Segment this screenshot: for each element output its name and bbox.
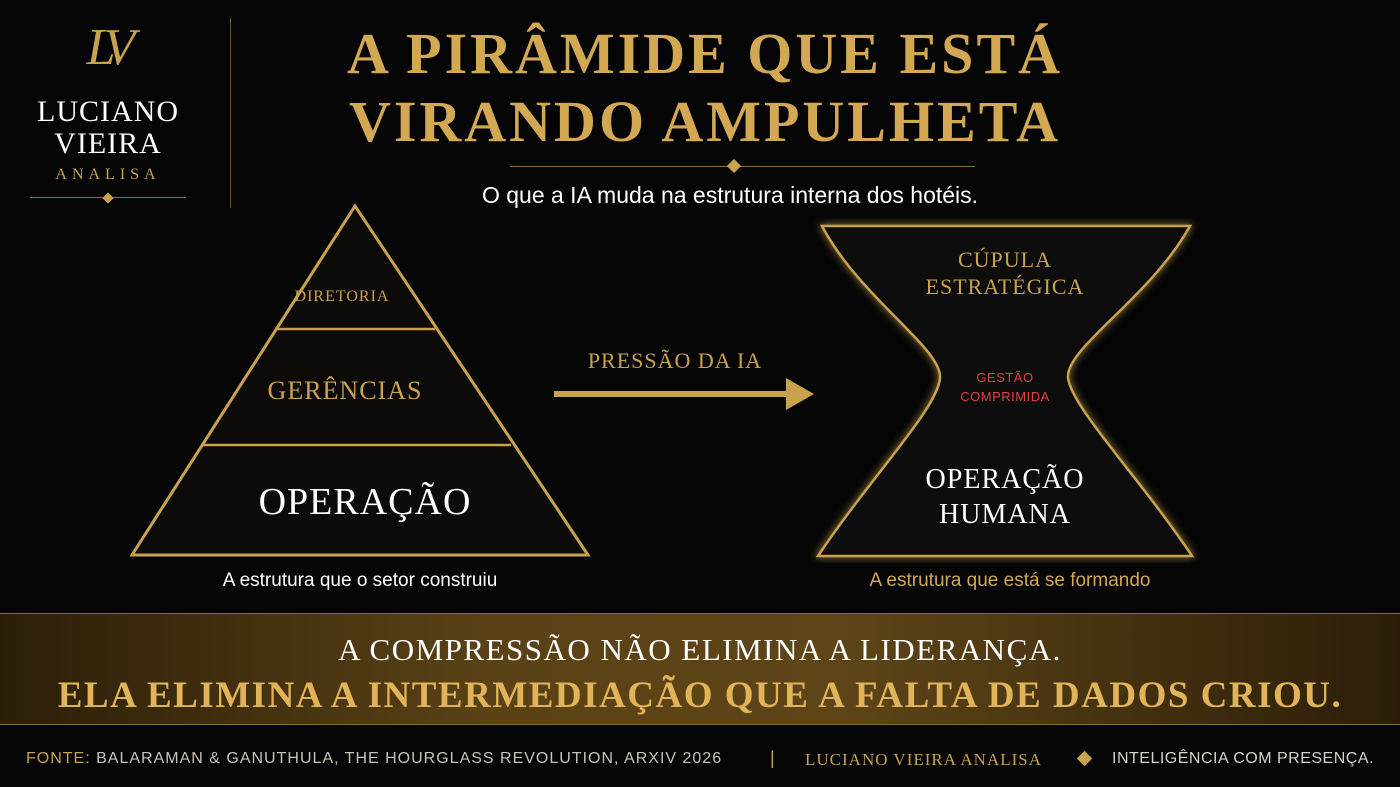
hourglass-top-line-1: CÚPULA xyxy=(957,247,1052,272)
hourglass-middle-label: GESTÃO COMPRIMIDA xyxy=(930,368,1080,406)
pyramid-outline xyxy=(130,203,591,557)
hourglass-bottom-label: OPERAÇÃO HUMANA xyxy=(870,462,1140,532)
header-divider xyxy=(230,18,231,208)
page-title-line-1: A PIRÂMIDE QUE ESTÁ xyxy=(346,21,1064,86)
diamond-icon xyxy=(102,192,114,204)
pyramid-diagram xyxy=(130,203,591,557)
arrow-label: PRESSÃO DA IA xyxy=(587,348,763,373)
hourglass-middle-line-2: COMPRIMIDA xyxy=(960,389,1050,404)
banner-line-2: ELA ELIMINA A INTERMEDIAÇÃO QUE A FALTA … xyxy=(57,675,1343,716)
logo-name-line-2: VIEIRA xyxy=(54,127,162,160)
arrow-right-icon xyxy=(554,378,814,410)
hourglass-bottom-line-2: HUMANA xyxy=(939,499,1071,530)
page-subtitle: O que a IA muda na estrutura interna dos… xyxy=(481,182,979,208)
conclusion-banner xyxy=(0,613,1400,725)
diamond-icon xyxy=(726,158,742,174)
hourglass-top-label: CÚPULA ESTRATÉGICA xyxy=(880,246,1130,300)
footer-separator: | xyxy=(770,748,775,768)
hourglass-bottom-line-1: OPERAÇÃO xyxy=(925,464,1085,495)
logo-monogram: LV xyxy=(86,19,136,76)
hourglass-caption: A estrutura que está se formando xyxy=(869,570,1151,591)
hourglass-diagram xyxy=(815,224,1195,558)
footer-source: FONTE: BALARAMAN & GANUTHULA, THE HOURGL… xyxy=(26,750,722,768)
footer-brand: LUCIANO VIEIRA ANALISA xyxy=(805,750,1043,769)
page-title-line-2: VIRANDO AMPULHETA xyxy=(348,89,1062,154)
logo-name-line-1: LUCIANO xyxy=(37,95,179,128)
pyramid-level-operacao: OPERAÇÃO xyxy=(258,481,472,523)
logo-subtitle: ANALISA xyxy=(55,166,161,183)
title-rule xyxy=(510,166,975,167)
pyramid-level-gerencias: GERÊNCIAS xyxy=(267,376,423,405)
logo-name: LUCIANO VIEIRA xyxy=(20,96,196,160)
hourglass-top-line-2: ESTRATÉGICA xyxy=(925,274,1085,299)
pyramid-caption: A estrutura que o setor construiu xyxy=(222,570,498,591)
banner-line-1: A COMPRESSÃO NÃO ELIMINA A LIDERANÇA. xyxy=(338,632,1062,667)
footer-source-text: BALARAMAN & GANUTHULA, THE HOURGLASS REV… xyxy=(96,750,723,767)
footer-source-label: FONTE: xyxy=(26,750,91,767)
footer-tagline: INTELIGÊNCIA COM PRESENÇA. xyxy=(1112,750,1374,767)
pyramid-level-diretoria: DIRETORIA xyxy=(294,288,390,305)
diamond-icon xyxy=(1076,750,1093,767)
hourglass-middle-line-1: GESTÃO xyxy=(976,370,1034,385)
hourglass-outline xyxy=(815,224,1195,558)
